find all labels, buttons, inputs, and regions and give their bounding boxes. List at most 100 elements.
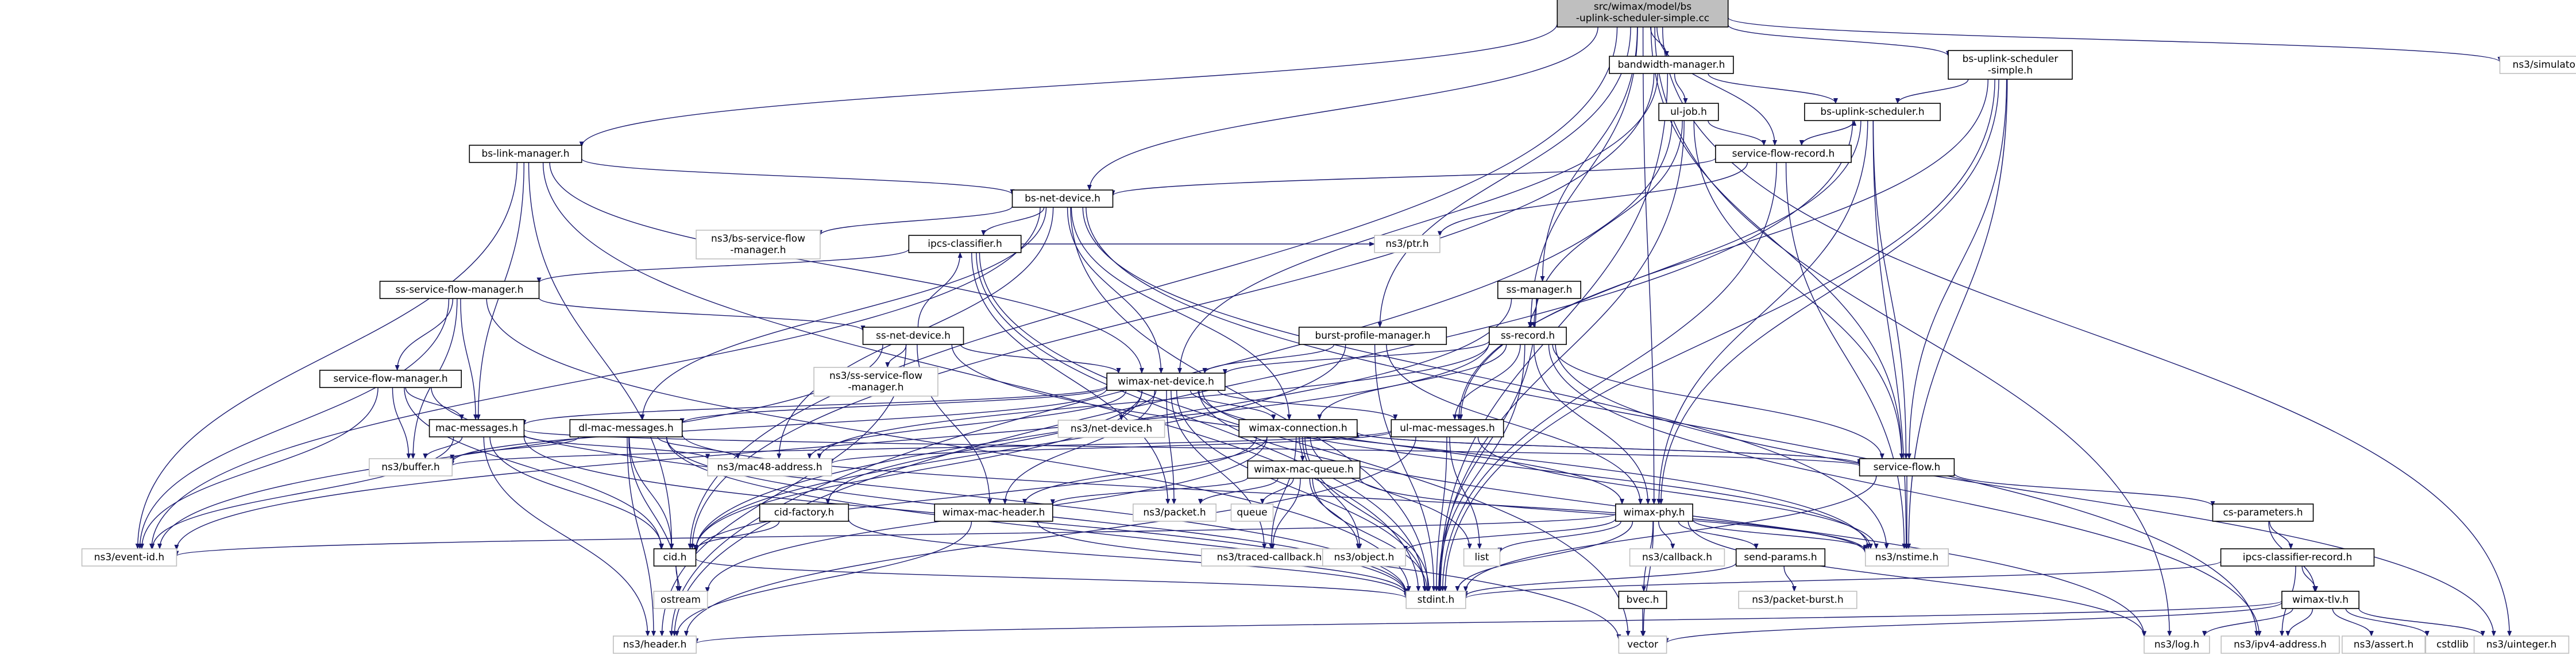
- node-wmh[interactable]: wimax-mac-header.h: [934, 503, 1053, 522]
- node-csparams[interactable]: cs-parameters.h: [2212, 503, 2314, 522]
- edge-bsnd-to-nstime: [1082, 207, 1889, 549]
- edge-ipcr-to-stdint: [1463, 560, 2222, 599]
- node-box: [1804, 103, 1941, 121]
- node-box: [1247, 460, 1361, 479]
- edge-sflow-to-wconn: [1355, 431, 1860, 465]
- edge-sendp-to-pktburst: [1783, 565, 1797, 592]
- node-label: ss-service-flow-manager.h: [395, 284, 523, 296]
- node-wconn[interactable]: wimax-connection.h: [1238, 419, 1358, 437]
- edge-bsus-to-ulmac: [1458, 79, 1988, 420]
- node-label: bs-link-manager.h: [481, 148, 569, 160]
- node-sfm[interactable]: service-flow-manager.h: [319, 370, 462, 388]
- edge-bwm-to-uljob: [1674, 73, 1688, 104]
- node-macmsg[interactable]: mac-messages.h: [428, 419, 525, 437]
- edge-sfm-to-cid: [404, 387, 664, 549]
- edge-wconn-to-wmq: [1299, 436, 1305, 462]
- node-blm[interactable]: bs-link-manager.h: [469, 145, 582, 163]
- node-bsnd[interactable]: bs-net-device.h: [1011, 189, 1114, 208]
- node-wtlv[interactable]: wimax-tlv.h: [2281, 591, 2359, 609]
- edge-dlmac-to-mac48: [657, 436, 740, 459]
- node-uljob[interactable]: ul-job.h: [1658, 103, 1719, 121]
- node-ssrec[interactable]: ss-record.h: [1489, 327, 1567, 345]
- edge-ipcs-to-sssfm: [536, 249, 909, 284]
- node-queue: queue: [1230, 503, 1274, 522]
- node-label: ul-mac-messages.h: [1400, 423, 1495, 434]
- edge-macmsg-to-mac48: [523, 434, 710, 460]
- node-box: [469, 145, 582, 163]
- edge-sfr-to-bsnd: [1110, 157, 1716, 196]
- node-root[interactable]: src/wimax/model/bs-uplink-scheduler-simp…: [1557, 0, 1729, 28]
- node-label: bs-net-device.h: [1025, 193, 1100, 204]
- edge-wphy-to-event: [175, 513, 1616, 557]
- edge-wmq-to-traced: [1270, 478, 1301, 549]
- node-bwm[interactable]: bandwidth-manager.h: [1609, 56, 1734, 74]
- edge-dlmac-to-ostream: [628, 436, 681, 592]
- node-sfr[interactable]: service-flow-record.h: [1715, 145, 1852, 163]
- node-label: mac-messages.h: [435, 423, 518, 434]
- edge-root-to-bsus: [1728, 24, 1951, 57]
- edge-sfm-to-event: [139, 387, 379, 549]
- node-box: [653, 548, 697, 567]
- edge-blm-to-cid: [528, 162, 674, 549]
- edge-wnd-to-ulmac: [1218, 390, 1398, 420]
- node-wphy[interactable]: wimax-phy.h: [1615, 503, 1693, 522]
- edge-wmh-to-header: [674, 521, 972, 637]
- node-cid[interactable]: cid.h: [653, 548, 697, 567]
- edge-wphy-to-vector: [1641, 521, 1654, 637]
- node-box: [1201, 548, 1338, 567]
- edge-csparams-to-ipcr: [2269, 521, 2293, 549]
- node-sssfm[interactable]: ss-service-flow-manager.h: [379, 281, 540, 299]
- edge-wconn-to-cid: [693, 436, 1257, 554]
- node-wnd[interactable]: wimax-net-device.h: [1106, 373, 1226, 391]
- edge-ssrec-to-event: [174, 342, 1490, 551]
- node-box: [696, 230, 821, 259]
- edge-root-to-uinteger: [1662, 26, 2512, 637]
- edge-bsnd-to-ipcs: [981, 207, 1045, 236]
- node-label: ns3/ipv4-address.h: [2234, 639, 2327, 650]
- node-ssnd[interactable]: ss-net-device.h: [862, 327, 964, 345]
- node-wmq[interactable]: wimax-mac-queue.h: [1247, 460, 1361, 479]
- node-sflow[interactable]: service-flow.h: [1859, 458, 1955, 476]
- node-ssm[interactable]: ss-manager.h: [1497, 281, 1582, 299]
- edge-wnd-to-netdev: [1119, 390, 1157, 421]
- node-label: wimax-phy.h: [1623, 507, 1685, 518]
- edge-wconn-to-traced: [1269, 436, 1297, 549]
- node-cidf[interactable]: cid-factory.h: [759, 503, 849, 522]
- edge-ssnd-to-nstime: [951, 344, 1871, 549]
- node-bpm[interactable]: burst-profile-manager.h: [1298, 327, 1447, 345]
- edge-ssnd-to-header: [659, 344, 907, 637]
- node-ipcr[interactable]: ipcs-classifier-record.h: [2220, 548, 2375, 567]
- edge-sssfm-to-ssnd: [538, 297, 866, 332]
- node-cstdlib: cstdlib: [2425, 635, 2480, 654]
- edge-ulmac-to-mac48: [829, 431, 1392, 464]
- node-bvec[interactable]: bvec.h: [1618, 591, 1667, 609]
- edge-ssm-to-ssrec: [1527, 298, 1538, 328]
- edge-ssrec-to-mac48: [817, 342, 1490, 459]
- node-bsusched[interactable]: bs-uplink-scheduler.h: [1804, 103, 1941, 121]
- node-box: [379, 281, 540, 299]
- edge-sssfm-to-macmsg: [460, 298, 478, 420]
- node-ipcs[interactable]: ipcs-classifier.h: [908, 235, 1022, 253]
- node-label: queue: [1237, 507, 1267, 518]
- edge-dlmac-to-header: [627, 436, 656, 637]
- node-label: ostream: [661, 594, 701, 606]
- edge-root-to-blm: [579, 23, 1558, 148]
- node-bsus[interactable]: bs-uplink-scheduler-simple.h: [1948, 50, 2073, 80]
- file-nodes: src/wimax/model/bs-uplink-scheduler-simp…: [81, 0, 2576, 654]
- dependency-edges: [135, 17, 2512, 645]
- node-pktburst: ns3/packet-burst.h: [1738, 591, 1857, 609]
- edge-bsus-to-stdint: [1443, 79, 1995, 592]
- node-box: [2281, 591, 2359, 609]
- node-ulmac[interactable]: ul-mac-messages.h: [1391, 419, 1504, 437]
- edge-root-to-wphy: [1642, 26, 1656, 505]
- edge-root-to-simulator: [1728, 17, 2502, 63]
- edge-bsnd-to-wnd: [1067, 207, 1164, 374]
- node-label: ss-net-device.h: [876, 330, 951, 342]
- node-dlmac[interactable]: dl-mac-messages.h: [569, 419, 683, 437]
- node-box: [1948, 50, 2073, 80]
- node-ostream: ostream: [653, 591, 708, 609]
- node-sendp[interactable]: send-params.h: [1735, 548, 1826, 567]
- edge-ssrec-to-wnd: [1222, 340, 1490, 375]
- node-label: cid.h: [663, 552, 686, 563]
